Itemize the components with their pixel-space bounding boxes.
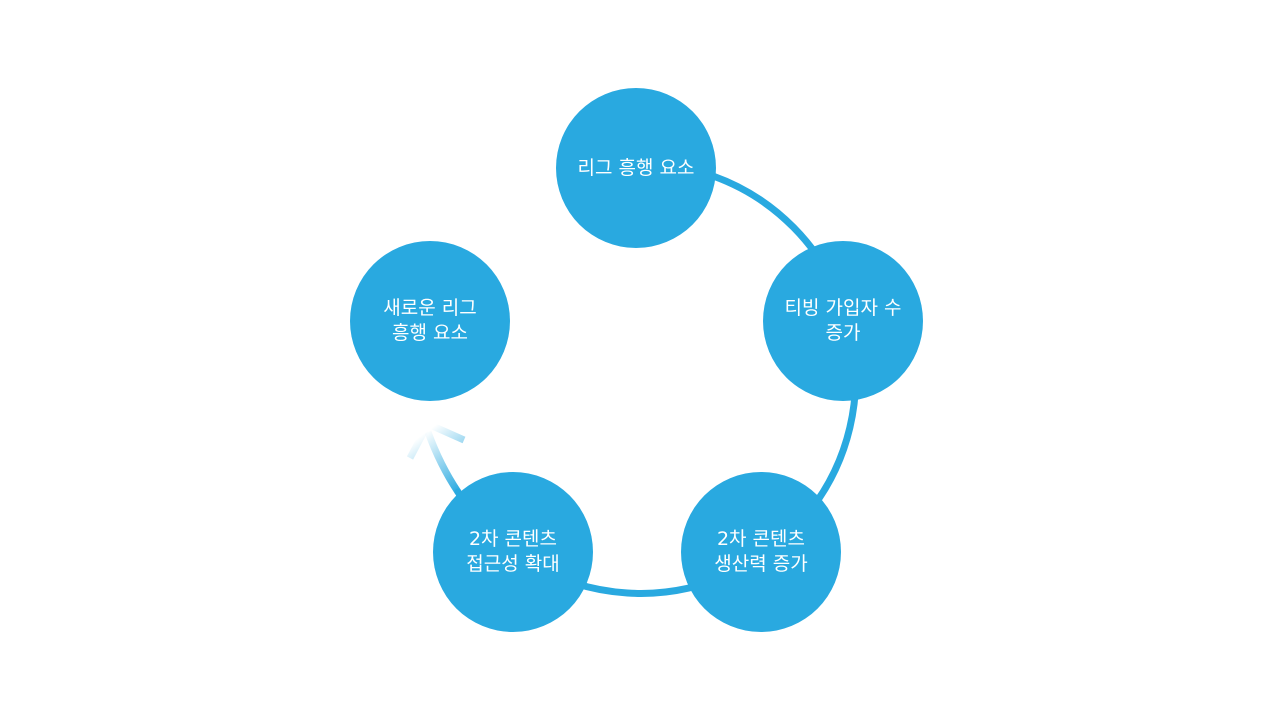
node-league-factors: 리그 흥행 요소: [556, 88, 716, 248]
node-tving-subscribers: 티빙 가입자 수 증가: [763, 241, 923, 401]
node-content-production: 2차 콘텐츠 생산력 증가: [681, 472, 841, 632]
node-label: 리그 흥행 요소: [577, 156, 695, 179]
node-label: 2차 콘텐츠 접근성 확대: [466, 528, 560, 575]
node-label: 새로운 리그 흥행 요소: [383, 297, 477, 344]
arrow-icon: [406, 420, 466, 460]
node-label: 티빙 가입자 수 증가: [784, 297, 902, 344]
node-new-league-factors: 새로운 리그 흥행 요소: [350, 241, 510, 401]
node-content-access: 2차 콘텐츠 접근성 확대: [433, 472, 593, 632]
cycle-arc-tail: [424, 430, 461, 494]
node-label: 2차 콘텐츠 생산력 증가: [714, 528, 808, 575]
